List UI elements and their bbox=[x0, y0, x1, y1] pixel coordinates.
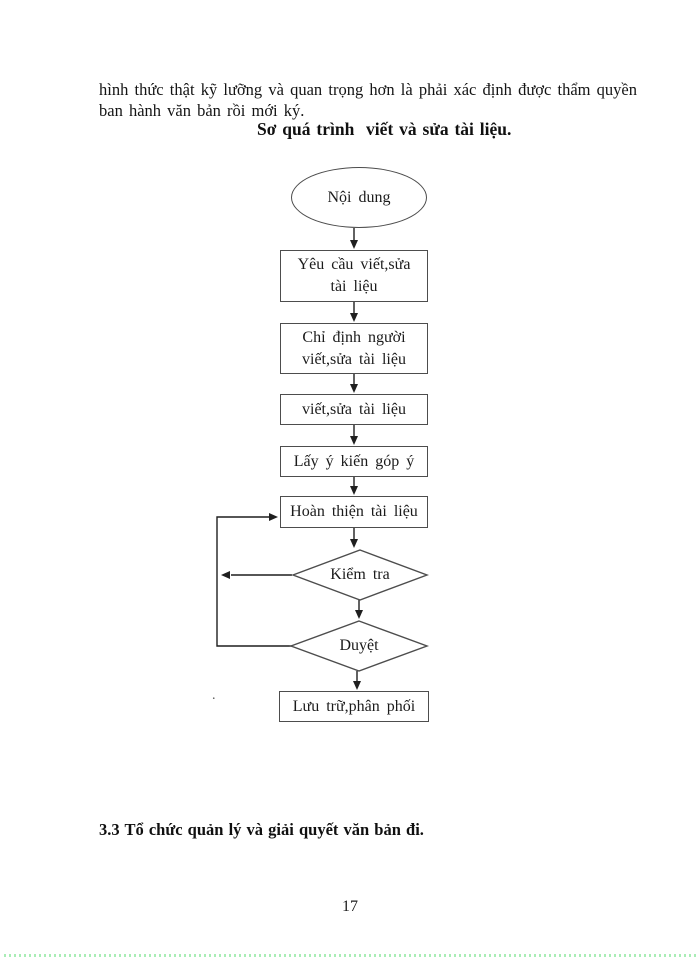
diagram-title: Sơ quá trình viết và sửa tài liệu. bbox=[257, 119, 512, 139]
node-label: Kiểm tra bbox=[330, 566, 390, 583]
node-label: Hoàn thiện tài liệu bbox=[290, 503, 418, 520]
node-label: Lấy ý kiến góp ý bbox=[293, 452, 415, 470]
flowchart-node-approve: Duyệt bbox=[291, 621, 427, 671]
node-label-line1: Yêu cầu viết,sửa bbox=[297, 256, 411, 273]
flowchart-node-request: Yêu cầu viết,sửa tài liệu bbox=[280, 250, 428, 302]
flowchart-node-start: Nội dung bbox=[291, 167, 427, 228]
flowchart-node-store: Lưu trữ,phân phối bbox=[279, 691, 429, 722]
node-label-line1: Chỉ định người bbox=[302, 328, 406, 346]
page-number: 17 bbox=[342, 898, 358, 915]
node-label: Lưu trữ,phân phối bbox=[292, 697, 416, 715]
node-label: Nội dung bbox=[327, 188, 391, 206]
flowchart-node-comments: Lấy ý kiến góp ý bbox=[280, 446, 428, 477]
footer-dotted-line bbox=[4, 954, 698, 957]
section-heading: 3.3 Tổ chức quản lý và giải quyết văn bả… bbox=[99, 820, 424, 839]
flowchart-node-assign: Chỉ định người viết,sửa tài liệu bbox=[280, 323, 428, 374]
flowchart-node-check: Kiểm tra bbox=[293, 550, 427, 600]
flowchart-node-finalize: Hoàn thiện tài liệu bbox=[280, 496, 428, 528]
node-label: Duyệt bbox=[339, 637, 379, 654]
body-paragraph: hình thức thật kỹ lưỡng và quan trọng hơ… bbox=[99, 80, 637, 120]
flowchart-node-check-shape bbox=[290, 549, 430, 601]
stray-mark: . bbox=[212, 688, 216, 703]
node-label-line2: viết,sửa tài liệu bbox=[302, 350, 406, 368]
node-label-line2: tài liệu bbox=[330, 278, 378, 295]
flowchart-node-write: viết,sửa tài liệu bbox=[280, 394, 428, 425]
flowchart-node-approve-shape bbox=[288, 620, 430, 672]
node-label: viết,sửa tài liệu bbox=[302, 400, 406, 418]
